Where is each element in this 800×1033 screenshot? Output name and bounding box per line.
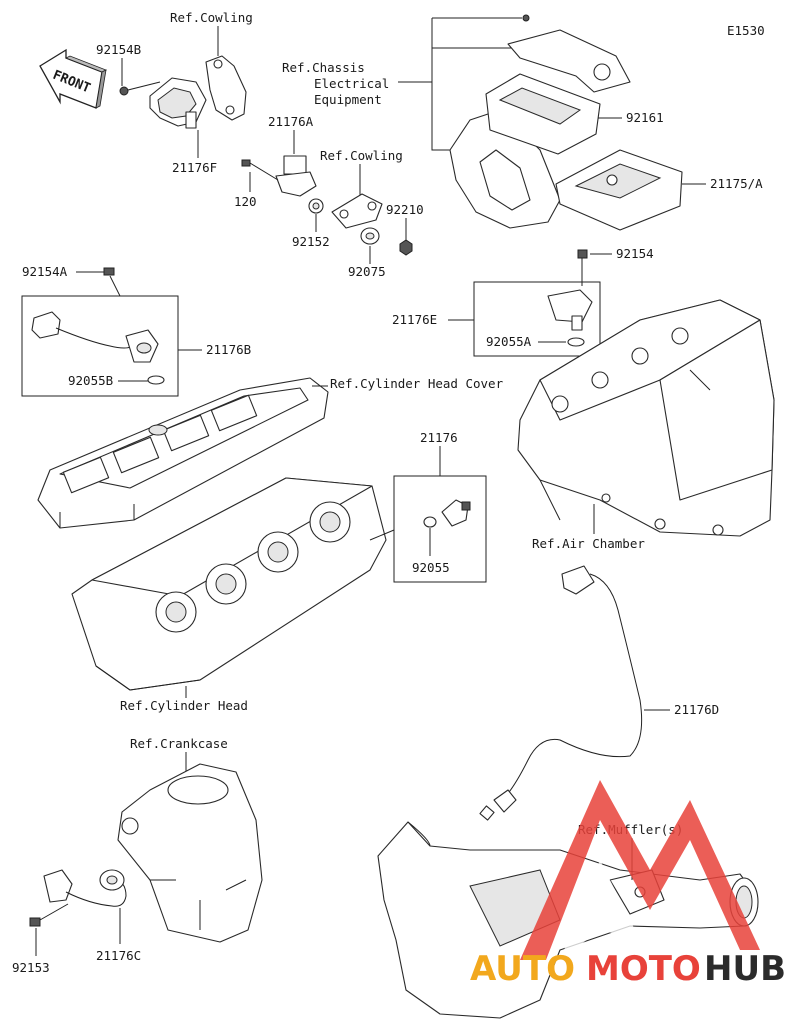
watermark-part3: HUB [704,949,786,989]
label-92055: 92055 [412,560,450,575]
group-box-21176 [393,475,487,583]
label-ref-head-cover: Ref.Cylinder Head Cover [330,376,504,391]
bolt-92154 [577,249,588,286]
watermark-part1: AUTO [470,949,575,989]
bracket-cowling-2 [331,193,383,229]
cylinder-head [71,477,387,691]
bolt-92154B [119,81,161,96]
label-21176A: 21176A [268,114,314,129]
label-92055A: 92055A [486,334,532,349]
oring-92055 [423,516,437,528]
label-ref-cowling-2: Ref.Cowling [320,148,403,163]
sensor-21176A [275,155,317,197]
label-92154: 92154 [616,246,654,261]
sensor-21176D [479,565,643,821]
label-21176D: 21176D [674,702,719,717]
group-box-21176E [473,281,601,357]
cover-21175A [555,149,683,231]
group-box-21176B [21,295,179,397]
label-ref-air-chamber: Ref.Air Chamber [532,536,645,551]
sensor-21176E [547,289,593,331]
label-92161: 92161 [626,110,664,125]
watermark-part2: MOTO [586,949,701,989]
label-ref-cowling-1: Ref.Cowling [170,10,253,25]
diagram-code: E1530 [727,23,765,38]
sensor-21176 [441,499,471,527]
chassis-bracket [449,14,631,229]
sensor-21176B [31,311,159,363]
oring-92055B [147,375,165,385]
air-chamber [517,299,775,537]
label-21176F: 21176F [172,160,217,175]
label-92152: 92152 [292,234,330,249]
label-21176C: 21176C [96,948,141,963]
grommet-92152 [308,198,324,214]
label-ref-cyl-head: Ref.Cylinder Head [120,698,248,713]
bolt-92154A [103,267,121,297]
oring-92055A [567,337,585,347]
label-21176: 21176 [420,430,458,445]
label-92154B: 92154B [96,42,141,57]
label-21176B: 21176B [206,342,251,357]
label-ref-chassis-2: Electrical [314,76,389,91]
label-21175A: 21175/A [710,176,763,191]
label-120: 120 [234,194,257,209]
cylinder-head-cover [37,377,329,529]
bracket-21176F [205,55,247,121]
watermark-logo [520,780,760,960]
crankcase [117,763,263,943]
label-ref-crankcase: Ref.Crankcase [130,736,228,751]
nut-92210 [399,239,413,256]
sensor-21176F [149,77,207,129]
label-92153: 92153 [12,960,50,975]
label-92055B: 92055B [68,373,113,388]
sensor-21176C [43,869,127,907]
ecu-92161 [485,73,601,155]
front-arrow: FRONT [39,48,107,109]
label-ref-chassis-3: Equipment [314,92,382,107]
bolt-92153 [29,903,69,927]
label-92075: 92075 [348,264,386,279]
label-ref-chassis-1: Ref.Chassis [282,60,365,75]
label-21176E: 21176E [392,312,437,327]
label-92210: 92210 [386,202,424,217]
grommet-92075 [360,227,380,245]
bolt-120 [241,159,279,181]
label-92154A: 92154A [22,264,68,279]
